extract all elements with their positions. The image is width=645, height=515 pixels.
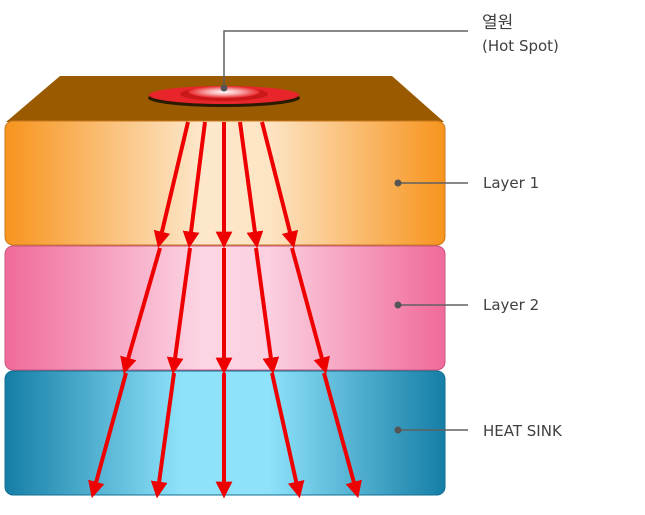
layer2-label: Layer 2 (483, 296, 540, 314)
layer1-dot (394, 179, 402, 187)
hot-spot-label-korean: 열원 (482, 13, 514, 33)
layer1-label: Layer 1 (483, 174, 540, 192)
heat-sink-label: HEAT SINK (483, 422, 562, 440)
heat-sink-dot (394, 426, 402, 434)
arrow-hs-5 (322, 372, 362, 499)
arrow-l2-2 (166, 247, 192, 375)
hot-spot-label-english: (Hot Spot) (482, 37, 559, 55)
hot-spot-dot (220, 84, 228, 92)
heat-flow-arrows (88, 121, 362, 499)
arrow-hs-1 (88, 372, 128, 499)
leader-dots (220, 84, 402, 434)
arrow-l1-5 (260, 121, 299, 249)
leader-lines (223, 30, 468, 431)
arrow-l2-1 (120, 247, 162, 375)
arrow-hs-4 (270, 372, 305, 499)
arrow-l1-1 (153, 121, 190, 249)
arrow-l2-5 (290, 247, 330, 375)
arrow-l1-4 (238, 121, 264, 249)
arrow-hs-2 (150, 372, 176, 499)
arrow-l2-4 (254, 247, 280, 375)
hot-spot-leader (223, 30, 468, 88)
layer2-dot (394, 301, 402, 309)
arrow-l1-2 (182, 121, 207, 249)
hot-spot (148, 86, 300, 107)
